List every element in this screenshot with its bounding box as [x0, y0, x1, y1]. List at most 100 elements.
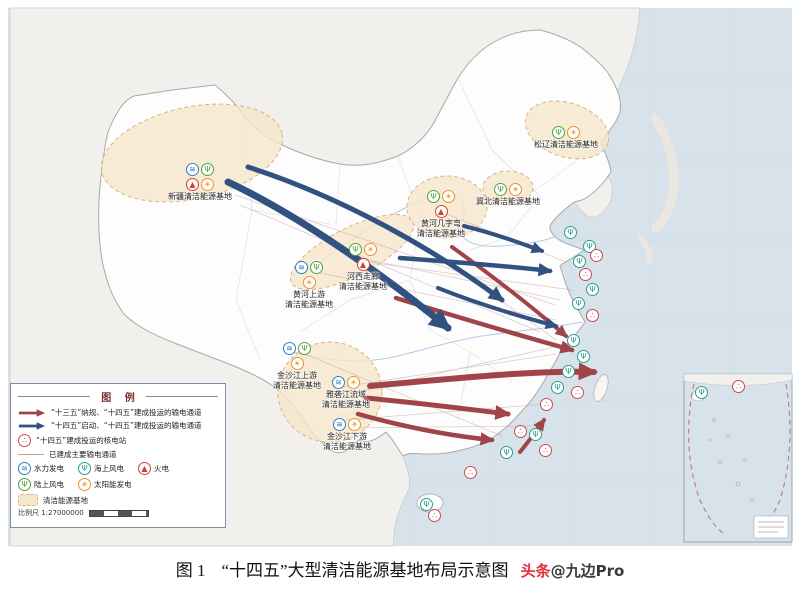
nuclear-icon: ∴ — [732, 380, 745, 393]
hydro-icon: ≋ — [333, 418, 346, 431]
legend-onshore-wind-label: 陆上风电 — [34, 480, 64, 490]
energy-base-hexi-corridor: Ψ ☀ ▲ 河西走廊清洁能源基地 — [339, 243, 387, 291]
energy-base-yalong-river: ≋ ☀ 雅砻江流域清洁能源基地 — [322, 376, 370, 409]
nuclear-icon: ∴ — [579, 268, 592, 281]
legend-base-area-label: 清洁能源基地 — [43, 495, 88, 505]
legend-offshore-wind: Ψ 海上风电 — [78, 462, 124, 476]
thermal-icon: ▲ — [434, 205, 448, 218]
offshore-wind-icon: Ψ — [529, 428, 542, 441]
nuclear-icon: ∴ — [428, 509, 441, 522]
base-label: 黄河几字弯清洁能源基地 — [417, 219, 465, 238]
energy-base-jinsha-downstream: ≋ ☀ 金沙江下游清洁能源基地 — [323, 418, 371, 451]
offshore-wind-icon: Ψ — [572, 297, 585, 310]
south-china-sea-inset — [683, 373, 793, 543]
legend-red-channel-label: “十三五”纳规、“十四五”建成投运的输电通道 — [51, 408, 202, 418]
credit-brand: 头条 — [520, 562, 551, 580]
legend-hydro: ≋ 水力发电 — [18, 462, 64, 476]
legend-thermal-label: 火电 — [154, 464, 169, 474]
energy-base-xinjiang: ≋ Ψ ▲ ☀ 新疆清洁能源基地 — [168, 163, 232, 202]
base-label: 金沙江下游清洁能源基地 — [323, 432, 371, 451]
solar-icon: ☀ — [567, 126, 580, 139]
energy-base-songliao: Ψ ☀ 松辽清洁能源基地 — [534, 126, 598, 150]
solar-icon: ☀ — [442, 190, 455, 203]
legend-row-red-channel: “十三五”纳规、“十四五”建成投运的输电通道 — [18, 408, 218, 418]
nuclear-icon: ∴ — [540, 398, 553, 411]
base-icons: ≋ Ψ ☀ — [293, 261, 325, 289]
nuclear-icon: ∴ — [571, 386, 584, 399]
base-icons: Ψ ☀ ▲ — [425, 190, 457, 218]
nuclear-icon: ∴ — [539, 444, 552, 457]
base-icons: ≋ ☀ — [331, 418, 363, 431]
offshore-wind-icon: Ψ — [500, 446, 513, 459]
scale-bar — [88, 510, 149, 518]
offshore-wind-icon: Ψ — [564, 226, 577, 239]
hydro-icon: ≋ — [332, 376, 345, 389]
onshore-wind-icon: Ψ — [427, 190, 440, 203]
offshore-wind-icon: Ψ — [695, 386, 708, 399]
solar-icon: ☀ — [509, 183, 522, 196]
onshore-wind-icon: Ψ — [494, 183, 507, 196]
taiwan-island — [593, 374, 609, 402]
base-label: 金沙江上游清洁能源基地 — [273, 371, 321, 390]
legend-offshore-wind-label: 海上风电 — [94, 464, 124, 474]
nuclear-icon: ∴ — [586, 309, 599, 322]
base-icons: Ψ ☀ — [550, 126, 582, 139]
solar-icon: ☀ — [201, 178, 214, 191]
offshore-wind-icon: Ψ — [551, 381, 564, 394]
legend-solar-label: 太阳能发电 — [94, 480, 132, 490]
legend-row-base-area: 清洁能源基地 — [18, 494, 218, 507]
scale-label: 比例尺 1:27000000 — [18, 509, 84, 518]
legend-existing-label: 已建成主要输电通道 — [49, 450, 117, 459]
solar-icon: ☀ — [290, 357, 304, 370]
base-icons: Ψ ☀ ▲ — [347, 243, 379, 271]
figure-number: 图 1 — [175, 561, 206, 580]
base-label: 松辽清洁能源基地 — [534, 140, 598, 149]
offshore-wind-icon: Ψ — [562, 365, 575, 378]
solar-icon: ☀ — [302, 276, 316, 289]
base-icons: ≋ Ψ ▲ ☀ — [184, 163, 216, 191]
offshore-wind-icon: Ψ — [573, 255, 586, 268]
legend-row-nuclear: ∴ “十四五”建成投运的核电站 — [18, 434, 218, 447]
blue-arrow-icon — [18, 422, 46, 430]
blue-transmission-arrows — [224, 164, 559, 332]
thermal-icon: ▲ — [356, 258, 370, 271]
inset-mini-legend — [753, 515, 789, 539]
figure-title: “十四五”大型清洁能源基地布局示意图 — [221, 561, 509, 580]
legend-row-blue-channel: “十四五”启动、“十四五”建成投运的输电通道 — [18, 421, 218, 431]
onshore-wind-icon: Ψ — [310, 261, 323, 274]
legend-row-scale: 比例尺 1:27000000 — [18, 509, 218, 518]
nuclear-icon: ∴ — [514, 425, 527, 438]
offshore-wind-icon: Ψ — [577, 350, 590, 363]
base-label: 雅砻江流域清洁能源基地 — [322, 390, 370, 409]
legend-row-existing: 已建成主要输电通道 — [18, 450, 218, 459]
base-label: 黄河上游清洁能源基地 — [285, 290, 333, 309]
base-icons: ≋ Ψ ☀ — [281, 342, 313, 370]
hydro-icon: ≋ — [283, 342, 296, 355]
legend-header-rule — [18, 396, 91, 397]
credit-handle: @九边Pro — [550, 562, 625, 580]
red-arrow-icon — [18, 409, 46, 417]
onshore-wind-icon: Ψ — [201, 163, 214, 176]
base-icons: ≋ ☀ — [330, 376, 362, 389]
base-label: 河西走廊清洁能源基地 — [339, 272, 387, 291]
legend-solar: ☀ 太阳能发电 — [78, 478, 132, 492]
legend-thermal: ▲ 火电 — [138, 462, 169, 476]
energy-base-jibei: Ψ ☀ 冀北清洁能源基地 — [476, 183, 540, 207]
nuclear-icon: ∴ — [18, 434, 31, 447]
offshore-wind-icon: Ψ — [567, 334, 580, 347]
author-credit: 头条@九边Pro — [521, 562, 625, 580]
legend-row-generation-2: Ψ 陆上风电 ☀ 太阳能发电 — [18, 478, 218, 492]
base-icons: Ψ ☀ — [492, 183, 524, 196]
offshore-wind-icon: Ψ — [78, 462, 91, 476]
existing-line-icon — [18, 454, 44, 456]
onshore-wind-icon: Ψ — [18, 478, 31, 492]
energy-base-yellow-river-bend: Ψ ☀ ▲ 黄河几字弯清洁能源基地 — [417, 190, 465, 238]
legend-row-generation-1: ≋ 水力发电 Ψ 海上风电 ▲ 火电 — [18, 462, 218, 476]
base-label: 冀北清洁能源基地 — [476, 197, 540, 206]
nuclear-icon: ∴ — [590, 249, 603, 262]
legend: 图 例 “十三五”纳规、“十四五”建成投运的输电通道 “十四五”启动、“十四五”… — [10, 383, 226, 529]
hydro-icon: ≋ — [295, 261, 308, 274]
nuclear-icon: ∴ — [464, 466, 477, 479]
